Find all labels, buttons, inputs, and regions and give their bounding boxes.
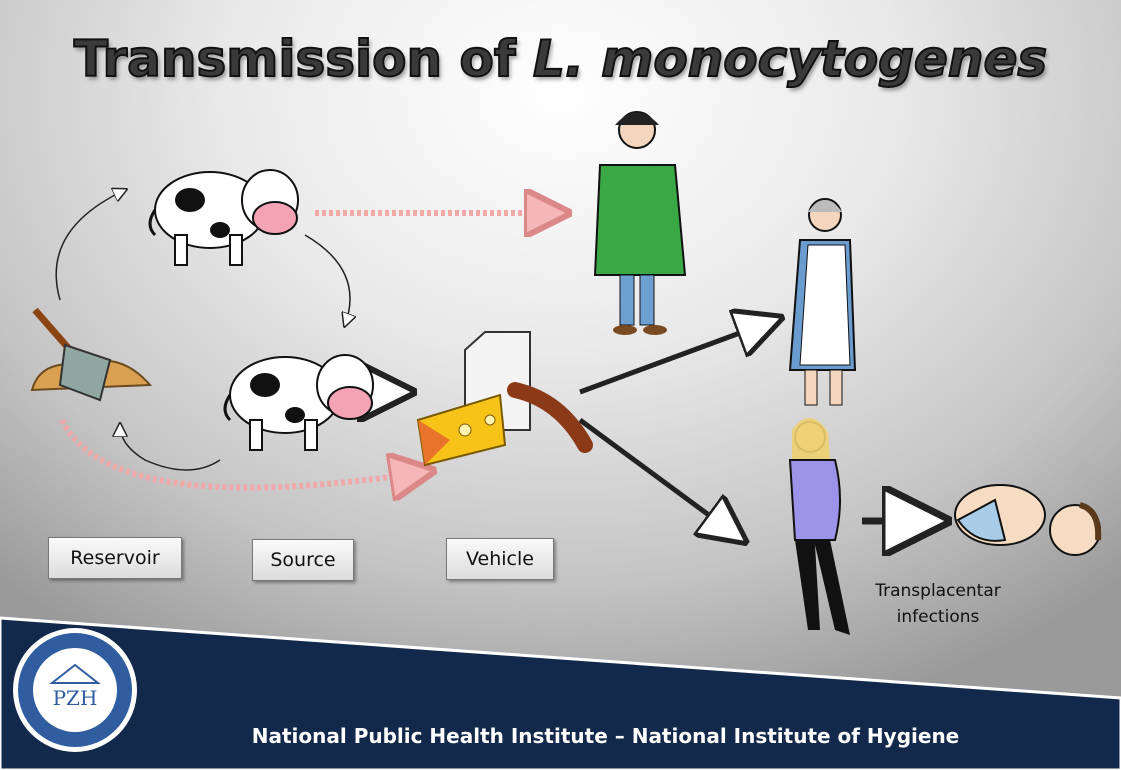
slide-title: Transmission of L. monocytogenes [0, 29, 1121, 89]
food-vehicle-icon [416, 331, 593, 467]
source-label: Source [252, 539, 354, 581]
doctor-figure [593, 111, 687, 335]
footer-institution: National Public Health Institute – Natio… [251, 724, 960, 748]
pregnant-woman-figure [788, 417, 850, 635]
soil-trowel-icon [30, 307, 153, 402]
elderly-woman-figure [788, 198, 857, 406]
reservoir-label: Reservoir [48, 537, 182, 579]
cow-icon [223, 354, 374, 451]
logo-text: PZH [53, 686, 98, 710]
pzh-logo: PZH [13, 628, 137, 752]
footer-band [0, 616, 1121, 770]
transplacental-line1: Transplacentar [875, 581, 1001, 601]
vehicle-label: Vehicle [446, 538, 554, 580]
flow-arrows [385, 320, 938, 538]
transplacental-label: Transplacentar infections [858, 578, 1018, 630]
baby-figure [954, 484, 1102, 556]
cow-icon [148, 169, 299, 266]
title-species: L. monocytogenes [532, 29, 1048, 89]
pink-arrows [59, 213, 560, 488]
transplacental-line2: infections [896, 607, 980, 627]
cycle-arrows [55, 190, 350, 471]
title-text: Transmission of [73, 29, 533, 89]
